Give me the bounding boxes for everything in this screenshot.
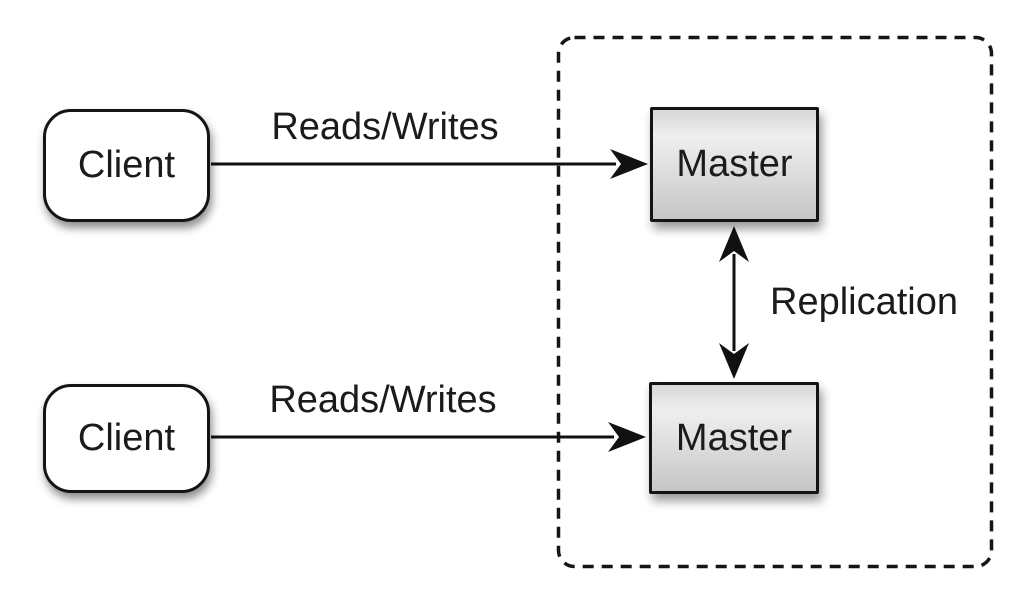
client-node-top: Client (43, 109, 210, 222)
arrowhead-up-icon (719, 226, 749, 262)
reads-writes-arrow-bottom (211, 422, 646, 452)
master-node-bottom-label: Master (675, 416, 793, 459)
reads-writes-arrow-top (211, 149, 648, 179)
arrowhead-right-icon (610, 149, 648, 179)
replication-group-boundary (556, 35, 994, 569)
client-node-top-label: Client (77, 144, 176, 186)
replication-arrow (719, 226, 749, 379)
arrowhead-right-icon (608, 422, 646, 452)
master-node-bottom: Master (649, 382, 819, 494)
master-node-top: Master (650, 107, 819, 222)
master-node-top-label: Master (676, 143, 793, 185)
client-node-bottom-label: Client (77, 417, 176, 459)
replication-label: Replication (770, 281, 958, 323)
arrowhead-down-icon (719, 343, 749, 379)
client-node-bottom: Client (43, 384, 210, 493)
reads-writes-label-bottom: Reads/Writes (269, 379, 497, 421)
reads-writes-label-top: Reads/Writes (271, 106, 499, 148)
